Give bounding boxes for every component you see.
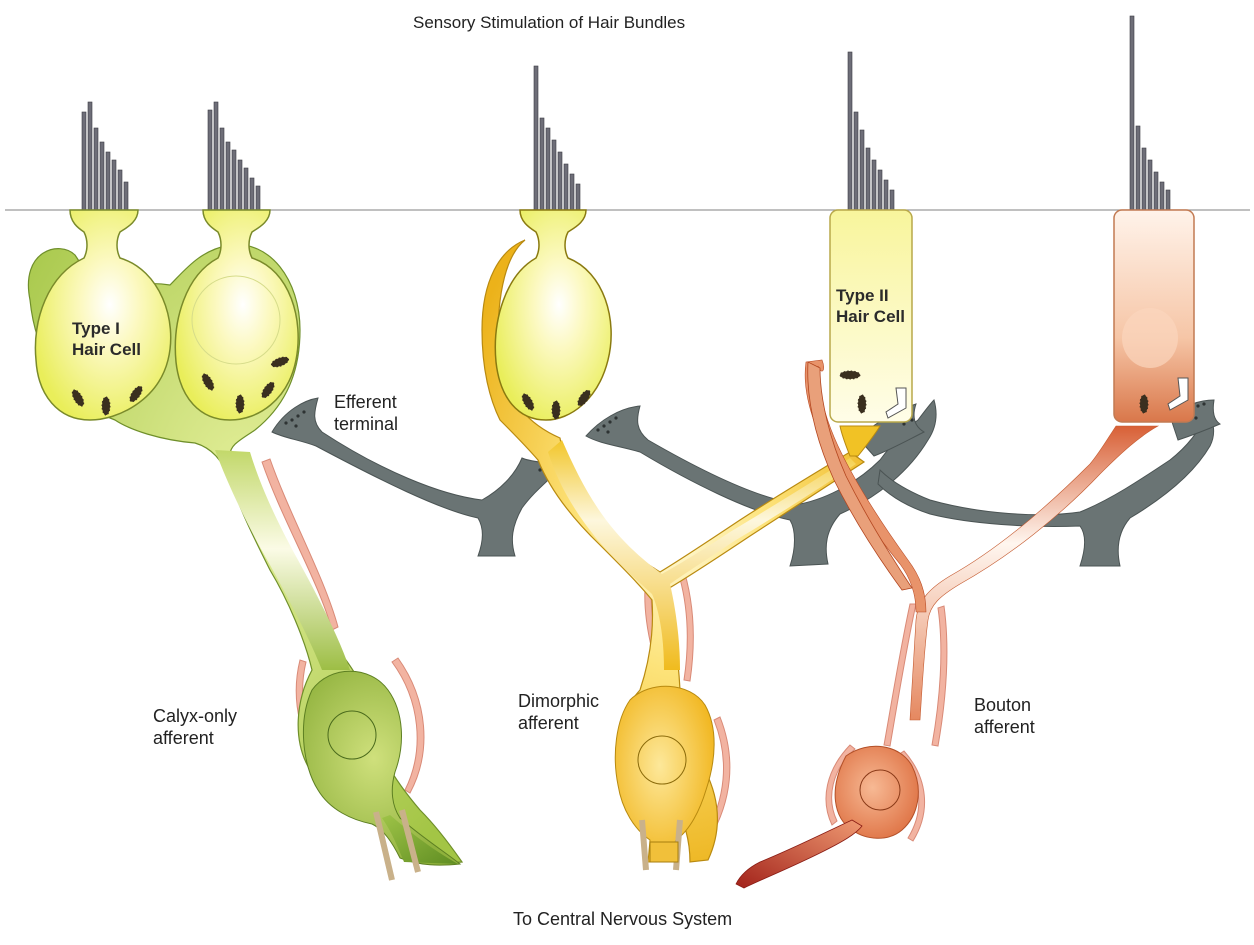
label-type-ii-hair-cell: Type II Hair Cell <box>836 285 905 327</box>
label-efferent-terminal: Efferent terminal <box>334 391 398 435</box>
efferent-vesicles <box>284 402 1205 471</box>
bouton-afferent <box>736 360 1158 888</box>
diagram-footer: To Central Nervous System <box>513 908 732 930</box>
calyx-only-fiber <box>215 450 350 670</box>
label-efferent-line-2: terminal <box>334 413 398 435</box>
label-type-ii-line-1: Type II <box>836 285 905 306</box>
label-type-i-hair-cell: Type I Hair Cell <box>72 318 141 360</box>
label-bouton-afferent: Bouton afferent <box>974 694 1035 738</box>
hair-bundle-3 <box>534 66 580 210</box>
type-i-hair-cell-1 <box>35 210 170 420</box>
label-calyx-only-afferent: Calyx-only afferent <box>153 705 237 749</box>
label-type-i-line-1: Type I <box>72 318 141 339</box>
label-calyx-line-1: Calyx-only <box>153 705 237 727</box>
label-dimorphic-line-2: afferent <box>518 712 599 734</box>
type-i-hair-cell-3 <box>495 210 611 420</box>
bouton-fiber-to-orange-cell <box>910 426 1158 720</box>
label-bouton-line-1: Bouton <box>974 694 1035 716</box>
type-i-hair-cell-2 <box>175 210 298 420</box>
hair-bundle-4 <box>848 52 894 210</box>
label-type-ii-line-2: Hair Cell <box>836 306 905 327</box>
hair-bundle-2 <box>208 102 260 210</box>
hair-bundle-1 <box>82 102 128 210</box>
label-type-i-line-2: Hair Cell <box>72 339 141 360</box>
label-bouton-line-2: afferent <box>974 716 1035 738</box>
bouton-axon <box>736 820 862 888</box>
label-efferent-line-1: Efferent <box>334 391 398 413</box>
label-dimorphic-line-1: Dimorphic <box>518 690 599 712</box>
label-calyx-line-2: afferent <box>153 727 237 749</box>
diagram-title: Sensory Stimulation of Hair Bundles <box>413 12 685 34</box>
type-ii-hair-cell-orange <box>1114 210 1194 422</box>
label-dimorphic-afferent: Dimorphic afferent <box>518 690 599 734</box>
hair-bundle-5 <box>1130 16 1170 210</box>
